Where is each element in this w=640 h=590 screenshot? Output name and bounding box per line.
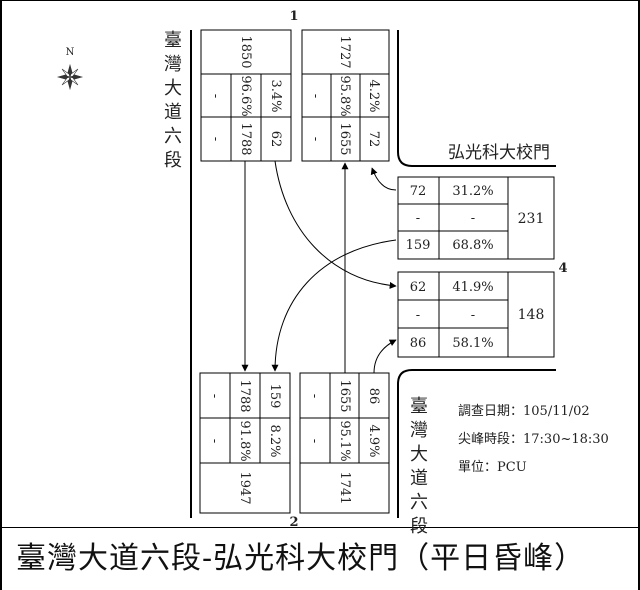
svg-text:62: 62 xyxy=(268,131,283,148)
svg-text:大: 大 xyxy=(410,444,428,465)
figure-caption: 臺灣大道六段-弘光科大校門（平日昏峰） xyxy=(16,541,586,576)
svg-text:-: - xyxy=(307,394,322,398)
svg-text:臺: 臺 xyxy=(164,30,182,51)
svg-text:-: - xyxy=(471,308,475,323)
svg-text:91.8%: 91.8% xyxy=(237,420,252,461)
main-road-east-edge-north xyxy=(397,30,556,167)
svg-text:159: 159 xyxy=(406,238,431,253)
east-upper-values: 72 31.2% - - 159 68.8% 231 xyxy=(406,184,545,253)
svg-text:72: 72 xyxy=(410,184,427,199)
svg-text:1655: 1655 xyxy=(337,122,352,155)
svg-text:31.2%: 31.2% xyxy=(452,184,493,199)
compass-rose-icon: N xyxy=(56,47,84,91)
svg-text:41.9%: 41.9% xyxy=(452,280,493,295)
svg-text:六: 六 xyxy=(410,492,428,513)
main-road-label-west: 臺 灣 大 道 六 段 xyxy=(164,30,182,171)
north-right-volume-box xyxy=(301,29,390,162)
svg-text:道: 道 xyxy=(164,102,182,123)
svg-text:231: 231 xyxy=(518,211,545,227)
south-right-values: - 1655 86 - 95.1% 4.9% 1741 xyxy=(307,379,381,504)
svg-text:4.2%: 4.2% xyxy=(366,79,381,112)
svg-text:1947: 1947 xyxy=(237,471,252,504)
svg-text:-: - xyxy=(207,394,222,398)
svg-text:159: 159 xyxy=(267,384,282,409)
svg-text:8.2%: 8.2% xyxy=(267,424,282,457)
svg-text:臺: 臺 xyxy=(410,396,428,417)
north-left-volume-box xyxy=(200,29,292,162)
svg-text:96.6%: 96.6% xyxy=(238,75,253,116)
svg-text:-: - xyxy=(307,439,322,443)
svg-text:-: - xyxy=(308,137,323,141)
svg-text:95.1%: 95.1% xyxy=(337,420,352,461)
caption-divider xyxy=(0,527,640,528)
svg-text:-: - xyxy=(207,439,222,443)
south-left-values: - 1788 159 - 91.8% 8.2% 1947 xyxy=(207,379,282,504)
compass-north-label: N xyxy=(66,47,75,58)
south-left-volume-box xyxy=(199,372,291,514)
node-label-1: 1 xyxy=(289,9,298,24)
svg-text:58.1%: 58.1% xyxy=(452,336,493,351)
east-upper-volume-box xyxy=(397,176,555,260)
svg-text:大: 大 xyxy=(164,78,182,99)
svg-text:-: - xyxy=(308,94,323,98)
side-road-label: 弘光科大校門 xyxy=(448,143,550,163)
svg-text:道: 道 xyxy=(410,468,428,489)
north-right-values: 1727 - 95.8% 4.2% - 1655 72 xyxy=(308,35,381,155)
survey-date: 調查日期：105/11/02 xyxy=(458,404,590,419)
flow-south-to-east-arrow xyxy=(373,339,397,374)
flow-arrows xyxy=(241,160,397,374)
svg-text:-: - xyxy=(416,308,420,323)
east-lower-values: 62 41.9% - - 86 58.1% 148 xyxy=(410,280,545,351)
main-road-east-edge-south xyxy=(397,369,556,518)
east-lower-volume-box xyxy=(397,271,555,358)
svg-text:62: 62 xyxy=(410,280,427,295)
unit-label: 單位：PCU xyxy=(458,460,527,475)
svg-text:68.8%: 68.8% xyxy=(452,238,493,253)
north-left-values: 1850 - 96.6% 3.4% - 1788 62 xyxy=(208,35,283,155)
svg-text:72: 72 xyxy=(366,131,381,148)
svg-text:1741: 1741 xyxy=(337,471,352,504)
svg-text:86: 86 xyxy=(366,388,381,405)
flow-east-to-north-arrow xyxy=(370,167,397,191)
svg-text:148: 148 xyxy=(518,307,545,323)
svg-text:-: - xyxy=(208,94,223,98)
svg-text:段: 段 xyxy=(164,150,182,171)
svg-text:1788: 1788 xyxy=(237,379,252,412)
svg-text:-: - xyxy=(471,211,475,226)
svg-text:灣: 灣 xyxy=(164,54,182,75)
svg-text:段: 段 xyxy=(410,516,428,537)
flow-east-to-south-arrow xyxy=(271,239,397,372)
svg-text:-: - xyxy=(208,137,223,141)
node-label-4: 4 xyxy=(558,261,567,276)
peak-period: 尖峰時段：17:30~18:30 xyxy=(458,432,609,447)
flow-north-to-east-arrow xyxy=(274,160,397,289)
survey-info: 調查日期：105/11/02 尖峰時段：17:30~18:30 單位：PCU xyxy=(458,404,609,475)
svg-text:95.8%: 95.8% xyxy=(337,75,352,116)
svg-text:六: 六 xyxy=(164,126,182,147)
svg-text:灣: 灣 xyxy=(410,420,428,441)
svg-text:1655: 1655 xyxy=(337,379,352,412)
svg-text:1850: 1850 xyxy=(238,35,253,68)
node-label-2: 2 xyxy=(289,515,298,530)
svg-text:1788: 1788 xyxy=(238,122,253,155)
svg-text:-: - xyxy=(416,211,420,226)
svg-text:1727: 1727 xyxy=(337,35,352,68)
main-road-label-east: 臺 灣 大 道 六 段 xyxy=(410,396,428,537)
svg-text:3.4%: 3.4% xyxy=(268,79,283,112)
svg-text:86: 86 xyxy=(410,336,427,351)
svg-text:4.9%: 4.9% xyxy=(366,424,381,457)
